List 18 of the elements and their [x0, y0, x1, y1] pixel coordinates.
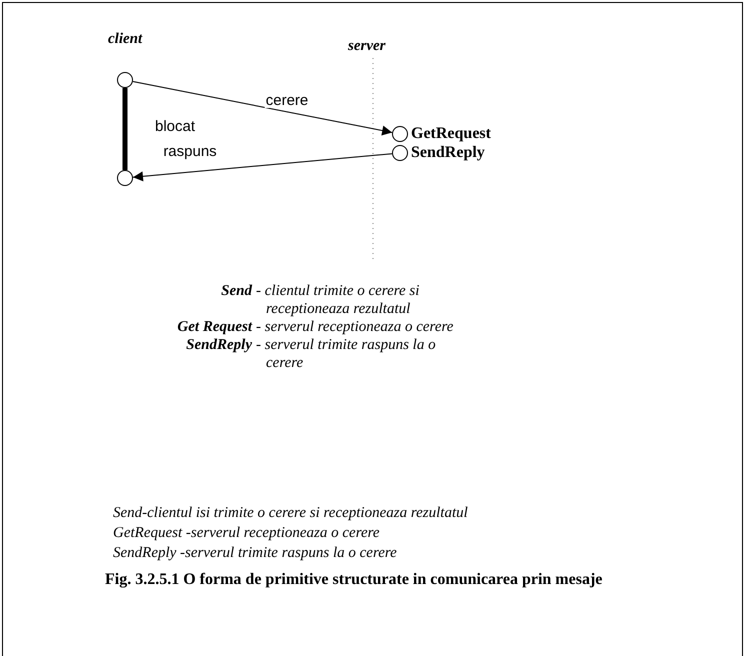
- note-line: Send-clientul isi trimite o cerere si receptioneaza rezultatul: [113, 504, 468, 523]
- note-line: SendReply -serverul trimite raspuns la o cerere: [113, 544, 398, 563]
- definition: - serverul trimite raspuns la o cerere: [256, 336, 437, 372]
- term: SendReply: [185, 336, 252, 355]
- term: Send: [220, 282, 252, 301]
- definition: - clientul trimite o cerere si receptioneaza rezultatul: [256, 282, 420, 318]
- lane-label: client: [108, 32, 142, 47]
- note-line: GetRequest -serverul receptioneaza o cerere: [113, 524, 381, 543]
- edge-label: blocat: [155, 119, 196, 134]
- thick-line: [122, 88, 128, 170]
- arrow: [132, 81, 393, 136]
- arrow: [132, 153, 393, 182]
- lane-label: server: [348, 39, 386, 54]
- term: Get Request: [176, 318, 252, 336]
- node-label: GetRequest: [411, 126, 491, 142]
- definition: - serverul receptioneaza o cerere: [256, 318, 454, 336]
- node-label: SendReply: [411, 145, 485, 161]
- figure-caption: Fig. 3.2.5.1 O forma de primitive structurate in comunicarea prin mesaje: [105, 572, 602, 588]
